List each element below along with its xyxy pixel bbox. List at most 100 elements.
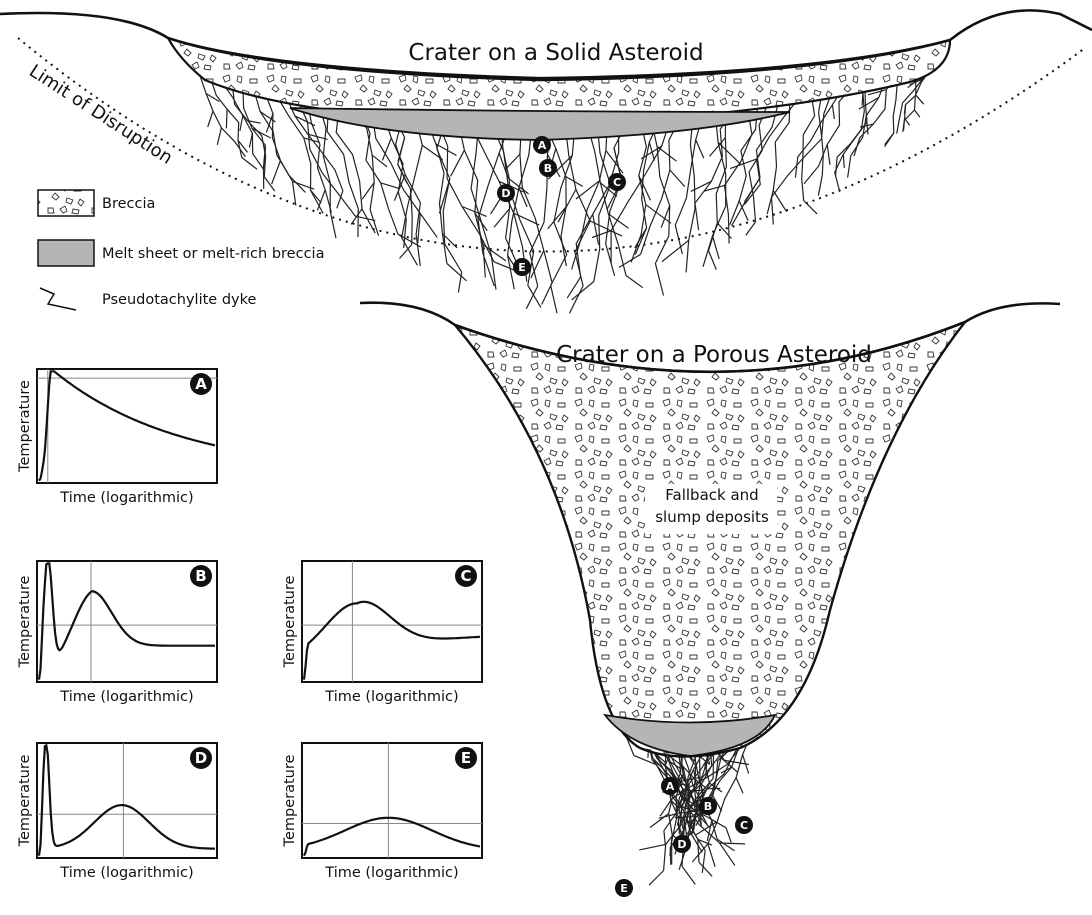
- solid-crater-title: Crater on a Solid Asteroid: [408, 40, 703, 66]
- pseudotachylite-dyke-branch: [717, 839, 734, 851]
- svg-text:B: B: [704, 800, 712, 813]
- pseudotachylite-dyke-branch: [372, 155, 387, 167]
- plot-xlabel: Time (logarithmic): [324, 865, 458, 881]
- plot-marker-label: B: [195, 567, 206, 585]
- pseudotachylite-dyke-branch: [804, 201, 817, 214]
- solid-marker-b: B: [539, 159, 557, 177]
- pseudotachylite-dyke-branch: [827, 145, 830, 165]
- pseudotachylite-dyke-branch: [832, 105, 834, 119]
- svg-text:A: A: [666, 780, 675, 793]
- svg-text:E: E: [518, 261, 526, 274]
- pseudotachylite-dyke-branch: [558, 189, 576, 222]
- limit-of-disruption-label: Limit of Disruption: [25, 61, 176, 169]
- pseudotachylite-dyke-branch: [708, 844, 715, 867]
- melt-sheet: [290, 108, 790, 140]
- pseudotachylite-dyke: [471, 119, 496, 289]
- pseudotachylite-dyke-branch: [664, 831, 666, 846]
- pseudotachylite-dyke-branch: [208, 111, 213, 127]
- pseudotachylite-dyke-branch: [696, 140, 704, 159]
- pseudotachylite-dyke-branch: [649, 871, 664, 886]
- pseudotachylite-dyke-branch: [904, 120, 905, 130]
- plot-xlabel: Time (logarithmic): [59, 689, 193, 705]
- plot-ylabel: Temperature: [282, 755, 298, 848]
- legend-melt-label: Melt sheet or melt-rich breccia: [102, 246, 324, 262]
- pseudotachylite-dyke-branch: [655, 263, 663, 295]
- pseudotachylite-dyke-branch: [483, 245, 506, 261]
- plot-xlabel: Time (logarithmic): [59, 490, 193, 506]
- pseudotachylite-dyke-branch: [447, 264, 467, 281]
- pseudotachylite-dyke-branch: [736, 778, 743, 794]
- legend-breccia-swatch: [38, 190, 94, 216]
- pseudotachylite-dyke-branch: [843, 154, 844, 168]
- legend-breccia-label: Breccia: [102, 196, 155, 212]
- pseudotachylite-dyke: [818, 92, 823, 196]
- pseudotachylite-dyke-branch: [217, 128, 221, 145]
- dyke-icon: [40, 288, 76, 310]
- pseudotachylite-dyke-branch: [272, 161, 281, 185]
- pseudotachylite-dyke-branch: [528, 285, 541, 307]
- svg-text:D: D: [677, 838, 686, 851]
- plot-marker-label: A: [195, 375, 207, 393]
- legend-melt-swatch: [38, 240, 94, 266]
- temperature-plot-a: ATemperatureTime (logarithmic): [17, 369, 217, 506]
- plot-marker-label: D: [195, 749, 207, 767]
- pseudotachylite-dyke: [457, 118, 485, 278]
- porous-marker-e: E: [615, 879, 633, 897]
- pseudotachylite-dyke-branch: [707, 820, 712, 841]
- plot-xlabel: Time (logarithmic): [324, 689, 458, 705]
- solid-marker-d: D: [497, 184, 515, 202]
- plot-xlabel: Time (logarithmic): [59, 865, 193, 881]
- plot-frame: [37, 743, 217, 858]
- pseudotachylite-dyke-branch: [746, 222, 756, 236]
- pseudotachylite-dyke-branch: [713, 236, 720, 259]
- plot-frame: [37, 561, 217, 682]
- pseudotachylite-dyke: [650, 117, 669, 264]
- temperature-plot-c: CTemperatureTime (logarithmic): [282, 561, 482, 705]
- svg-text:A: A: [538, 139, 547, 152]
- svg-text:C: C: [613, 176, 621, 189]
- svg-text:E: E: [620, 882, 628, 895]
- pseudotachylite-dyke-branch: [916, 95, 924, 104]
- pseudotachylite-dyke: [606, 118, 629, 276]
- porous-marker-c: C: [735, 816, 753, 834]
- plot-marker-d: D: [190, 747, 212, 769]
- pseudotachylite-dyke-branch: [593, 214, 599, 244]
- legend-dyke-label: Pseudotachylite dyke: [102, 292, 256, 308]
- plot-marker-b: B: [190, 565, 212, 587]
- pseudotachylite-dyke-branch: [626, 276, 643, 288]
- pseudotachylite-dyke-branch: [240, 116, 243, 131]
- plot-marker-label: C: [460, 567, 471, 585]
- pseudotachylite-dyke-branch: [662, 240, 689, 261]
- plot-marker-e: E: [455, 747, 477, 769]
- pseudotachylite-dyke-branch: [773, 191, 786, 212]
- plot-ylabel: Temperature: [17, 576, 33, 669]
- pseudotachylite-dyke-branch: [639, 844, 665, 850]
- plot-marker-c: C: [455, 565, 477, 587]
- pseudotachylite-dyke-branch: [726, 828, 731, 843]
- fallback-label-line1: Fallback and: [665, 486, 758, 504]
- svg-text:B: B: [544, 162, 552, 175]
- porous-crater-title: Crater on a Porous Asteroid: [556, 342, 872, 368]
- porous-marker-a: A: [661, 777, 679, 795]
- pseudotachylite-dyke-branch: [650, 814, 669, 828]
- svg-text:D: D: [501, 187, 510, 200]
- pseudotachylite-dyke-branch: [670, 847, 671, 865]
- pseudotachylite-dyke: [478, 121, 511, 287]
- pseudotachylite-dyke: [635, 116, 661, 255]
- pseudotachylite-dyke-branch: [606, 151, 623, 174]
- pseudotachylite-dyke-branch: [915, 110, 920, 117]
- pseudotachylite-dyke-branch: [592, 231, 611, 238]
- plot-marker-a: A: [190, 373, 212, 395]
- plot-frame: [37, 369, 217, 483]
- solid-marker-e: E: [513, 258, 531, 276]
- plot-ylabel: Temperature: [17, 755, 33, 848]
- pseudotachylite-dyke-branch: [451, 150, 465, 176]
- pseudotachylite-dyke-branch: [242, 158, 257, 170]
- pseudotachylite-dyke-branch: [351, 209, 362, 225]
- pseudotachylite-dyke: [594, 120, 611, 282]
- legend: Breccia Melt sheet or melt-rich breccia …: [38, 190, 324, 310]
